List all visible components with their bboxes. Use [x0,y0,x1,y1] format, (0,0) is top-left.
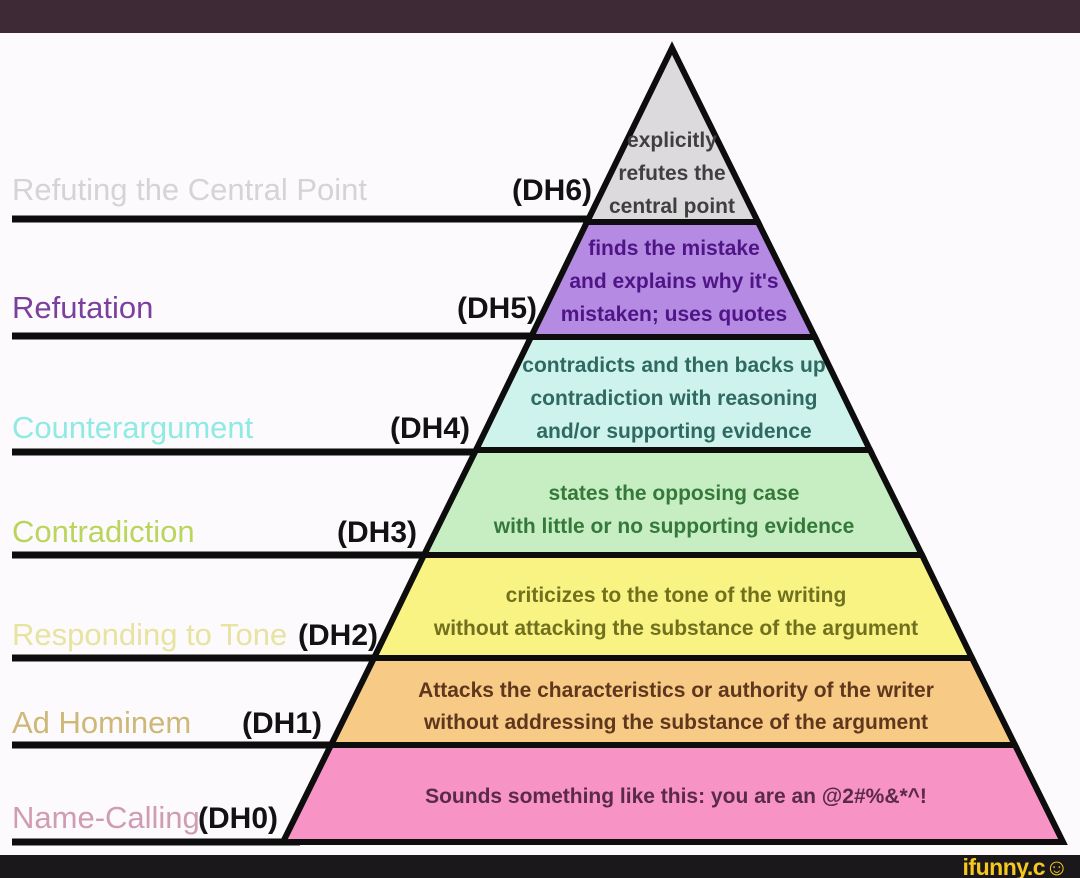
level-label-dh1: Ad Hominem [12,705,191,740]
desc-line: without addressing the substance of the … [423,711,928,734]
desc-line: contradicts and then backs up [522,354,825,377]
level-label-dh3: Contradiction [12,514,195,549]
level-code-dh5: (DH5) [457,292,537,325]
level-label-dh6: Refuting the Central Point [12,172,367,207]
level-label-dh5: Refutation [12,290,153,325]
ifunny-watermark: ifunny.c☺ [963,854,1068,878]
segment-desc-dh2: criticizes to the tone of the writing wi… [433,584,918,640]
desc-line: and/or supporting evidence [536,420,811,443]
segment-desc-dh4: contradicts and then backs up contradict… [522,354,825,443]
bottom-bar [0,855,1080,878]
level-label-dh0: Name-Calling [12,800,200,835]
desc-line: central point [609,195,735,218]
pyramid-segment-dh0 [278,742,1068,845]
desc-line: without attacking the substance of the a… [433,617,918,640]
level-label-dh4: Counterargument [12,410,254,445]
segment-desc-dh6: explicitly refutes the central point [609,129,735,218]
desc-line: refutes the [618,162,725,185]
level-code-dh2: (DH2) [298,619,378,652]
segment-desc-dh3: states the opposing case with little or … [493,482,855,538]
segment-desc-dh5: finds the mistake and explains why it's … [561,237,787,326]
desc-line: Attacks the characteristics or authority… [418,679,934,702]
desc-line: finds the mistake [588,237,760,260]
segment-desc-dh0: Sounds something like this: you are an @… [425,785,927,808]
desc-line: states the opposing case [549,482,800,505]
top-bar [0,0,1080,33]
desc-line: explicitly [627,129,717,152]
desc-line: criticizes to the tone of the writing [506,584,847,607]
level-code-dh4: (DH4) [390,412,470,445]
level-code-dh3: (DH3) [337,516,417,549]
level-code-dh0: (DH0) [198,802,278,835]
desc-line: contradiction with reasoning [530,387,817,410]
level-label-dh2: Responding to Tone [12,617,287,652]
segment-desc-dh1: Attacks the characteristics or authority… [418,679,934,734]
level-code-dh6: (DH6) [512,174,592,207]
desc-line: and explains why it's [569,270,778,293]
desc-line: Sounds something like this: you are an @… [425,785,927,808]
desc-line: with little or no supporting evidence [493,515,855,538]
desc-line: mistaken; uses quotes [561,303,787,326]
level-code-dh1: (DH1) [242,707,322,740]
